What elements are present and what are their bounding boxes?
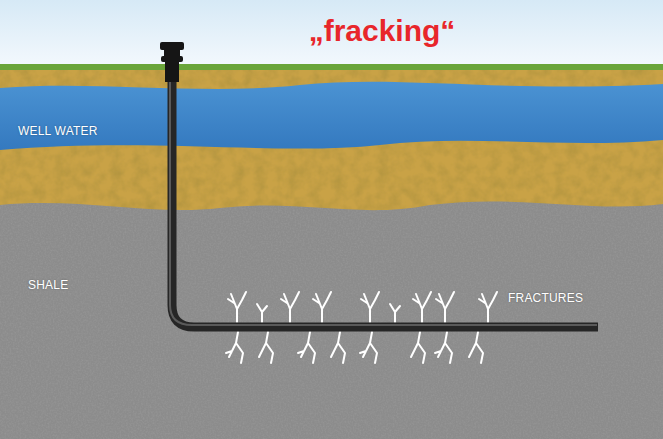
layer-label: WELL WATER: [18, 124, 98, 138]
shale-layer-label: SHALE FRACTURES: [0, 210, 663, 439]
water-layer: [0, 82, 663, 150]
sky: [0, 0, 663, 68]
soil: [0, 68, 663, 439]
wellhead: [160, 42, 184, 82]
shale-texture: [0, 201, 663, 439]
shale-layer: [0, 201, 663, 439]
layer-label: SHALE: [28, 278, 68, 292]
water-layer-label: WELL WATER: [0, 84, 663, 150]
soil-texture: [0, 68, 663, 439]
well-pipe: [170, 80, 598, 327]
grass: [0, 64, 663, 70]
title: „fracking“: [309, 14, 456, 48]
layer-label: FRACTURES: [508, 291, 583, 305]
